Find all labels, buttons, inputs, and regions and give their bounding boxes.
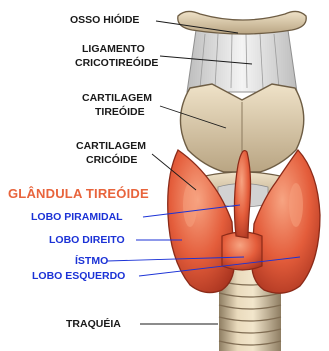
label-lobo-esquerdo: LOBO ESQUERDO [32,271,125,282]
label-cartilagem-tireoide-line1: CARTILAGEM [82,93,152,104]
label-ligamento-line1: LIGAMENTO [82,44,145,55]
isthmus [222,232,262,270]
cricothyroid-ligament [187,30,297,92]
label-ligamento-line2: CRICOTIREÓIDE [75,58,158,69]
label-lobo-piramidal: LOBO PIRAMIDAL [31,212,123,223]
label-glandula-tireoide: GLÂNDULA TIREÓIDE [8,187,149,200]
label-istmo: ÍSTMO [75,256,108,267]
label-lobo-direito: LOBO DIREITO [49,235,125,246]
label-traqueia: TRAQUÉIA [66,319,121,330]
label-osso-hioide: OSSO HIÓIDE [70,15,139,26]
label-cartilagem-cricoide-line1: CARTILAGEM [76,141,146,152]
label-cartilagem-cricoide-line2: CRICÓIDE [86,155,137,166]
label-cartilagem-tireoide-line2: TIREÓIDE [95,107,145,118]
hyoid-bone [178,11,306,34]
